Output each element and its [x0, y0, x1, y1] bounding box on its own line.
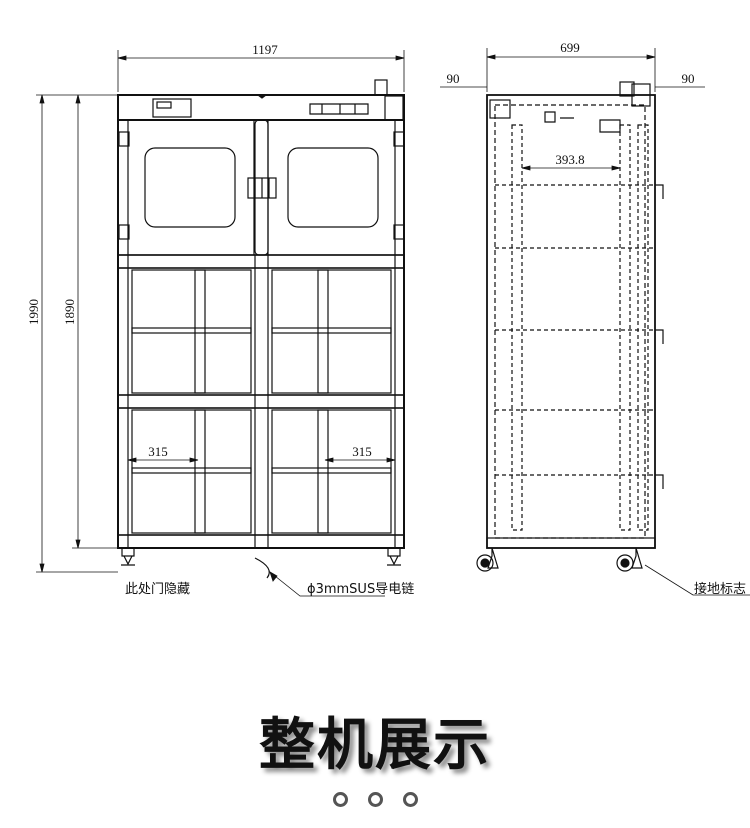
- dim-front-width: 1197: [252, 42, 278, 57]
- dim-offset-right: 90: [682, 71, 695, 86]
- chain-leader: [269, 571, 385, 597]
- alarm-light: [374, 79, 388, 96]
- section-title: 整机展示: [259, 713, 491, 778]
- controller-panel: [152, 98, 192, 118]
- dim-shelf-left: 315: [148, 444, 168, 459]
- side-dimension-lines: [440, 48, 750, 596]
- dim-total-height: 1990: [26, 299, 41, 325]
- chain-curve: [254, 557, 270, 579]
- door-window-left: [144, 147, 236, 228]
- dimension-lines: [36, 50, 405, 597]
- foot-left: [121, 547, 135, 566]
- door-window-right: [287, 147, 379, 228]
- label-ground: 接地标志: [694, 581, 746, 597]
- shelves: [131, 269, 392, 534]
- dim-inner-depth: 393.8: [555, 152, 584, 167]
- dim-body-height: 1890: [62, 299, 77, 325]
- carousel-indicators: [0, 792, 750, 807]
- carousel-dot[interactable]: [332, 792, 348, 807]
- label-hidden-door: 此处门隐藏: [125, 582, 190, 597]
- side-view: [440, 48, 750, 596]
- carousel-dot[interactable]: [402, 792, 418, 807]
- side-latches: [655, 184, 664, 489]
- cabinet-technical-drawing: 1197 1990 1890 315 315 699 90 90 393.8 此…: [26, 40, 750, 597]
- dim-shelf-right: 315: [352, 444, 372, 459]
- casters: [476, 547, 643, 572]
- label-chain: ϕ3mmSUS导电链: [307, 582, 414, 597]
- front-view: [36, 50, 405, 597]
- dim-side-depth: 699: [560, 40, 580, 55]
- foot-right: [387, 547, 401, 566]
- ground-leader: [644, 564, 750, 596]
- side-shelves: [495, 124, 655, 531]
- carousel-dot[interactable]: [367, 792, 383, 807]
- dim-offset-left: 90: [447, 71, 460, 86]
- valve-assembly: [309, 103, 369, 115]
